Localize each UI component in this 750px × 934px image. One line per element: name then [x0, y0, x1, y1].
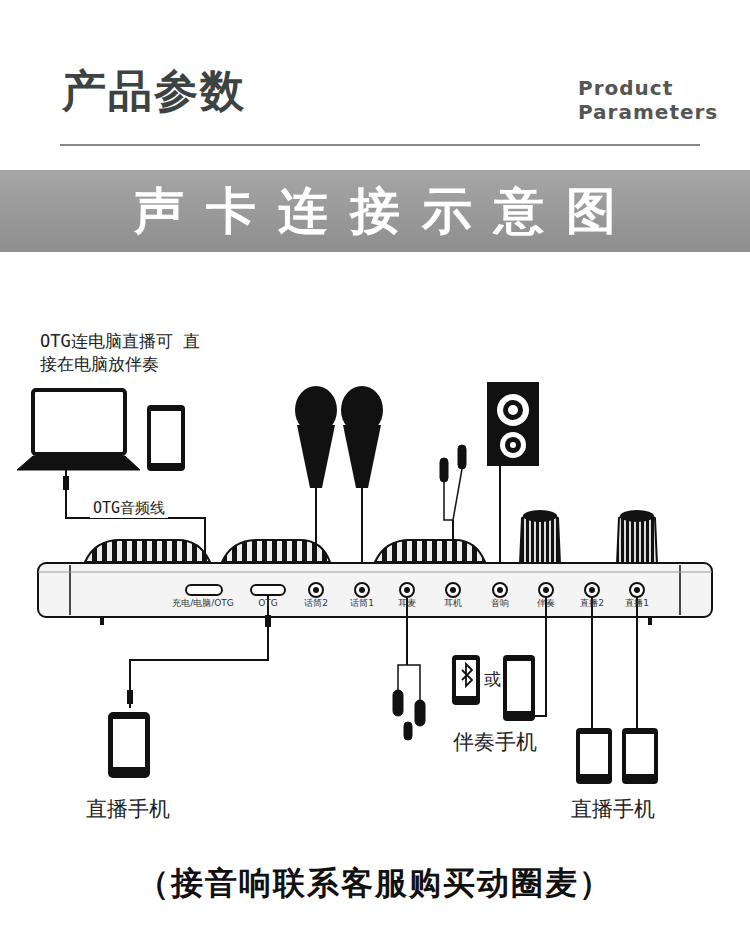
headset — [393, 597, 425, 740]
port-label: 话筒2 — [304, 598, 328, 609]
dome-control — [222, 540, 330, 562]
laptop — [17, 390, 140, 470]
rule — [60, 144, 700, 146]
sound-card: 充电/电脑/OTG OTG 话筒2 话筒1 耳麦 耳机 音响 伴奏 直播2 直播1 — [38, 563, 712, 617]
accompaniment-cable — [535, 597, 546, 716]
phone-cable — [636, 597, 638, 728]
port-label: 直播2 — [580, 598, 604, 609]
english-heading: Product Parameters — [578, 76, 728, 124]
callout-label: 或 — [484, 668, 501, 691]
callout-label: OTG音频线 — [90, 498, 168, 518]
port-label: 直播1 — [625, 598, 649, 609]
phone — [576, 728, 658, 784]
port-label: 耳麦 — [398, 598, 416, 609]
dome-control — [85, 540, 210, 562]
callout-label: 伴奏手机 — [453, 728, 537, 756]
phone-cable — [591, 597, 593, 728]
dome-control — [375, 540, 485, 562]
callout-label: 直播手机 — [86, 795, 170, 823]
port-label: 话筒1 — [350, 598, 374, 609]
port-label: 耳机 — [444, 598, 462, 609]
sound-card-body — [38, 563, 712, 625]
port-label: 音响 — [491, 598, 509, 609]
phone-cable — [130, 595, 268, 708]
knob — [520, 510, 657, 564]
tablet — [147, 405, 185, 471]
phone — [503, 655, 535, 721]
caption: （接音响联系客服购买动圈麦） — [137, 862, 613, 906]
page-title: 产品参数 — [62, 62, 246, 121]
port-label: 充电/电脑/OTG — [172, 598, 234, 609]
phone — [108, 712, 150, 778]
port-label: OTG — [258, 598, 278, 609]
bluetooth-phone — [452, 655, 480, 705]
jacks — [309, 583, 644, 597]
callout-label: 直播手机 — [571, 795, 655, 823]
band-heading: 声卡连接示意图 — [112, 178, 638, 245]
title-band: 声卡连接示意图 — [0, 170, 750, 252]
callout-label: OTG连电脑直播可 直接在电脑放伴奏 — [40, 330, 200, 376]
port-label: 伴奏 — [537, 598, 555, 609]
